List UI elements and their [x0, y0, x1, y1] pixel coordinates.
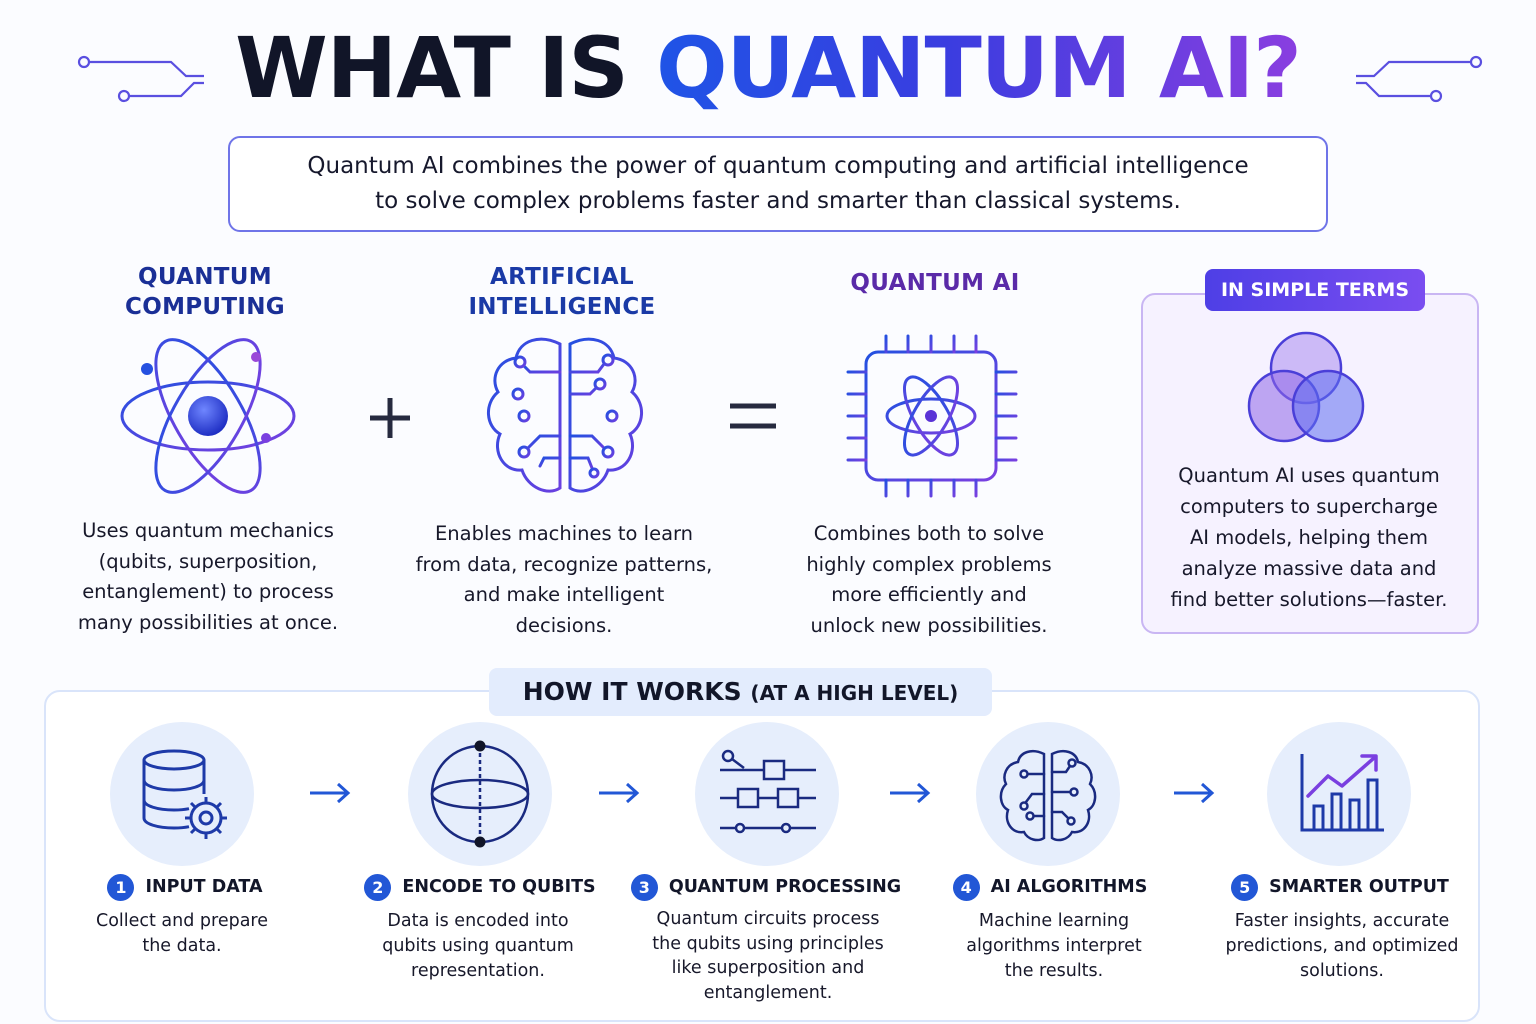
- step-arrow-1-icon: [310, 782, 351, 804]
- how-it-works-title: HOW IT WORKS (AT A HIGH LEVEL): [489, 668, 992, 716]
- step-1-desc: Collect and prepare the data.: [95, 911, 269, 956]
- quantum-circuit-icon: [720, 749, 816, 834]
- concept-desc-quantum-computing: Uses quantum mechanics (qubits, superpos…: [77, 519, 339, 634]
- step-5-number: 5: [1231, 873, 1259, 901]
- step-1-number: 1: [107, 873, 135, 901]
- step-2-desc: Data is encoded into qubits using quantu…: [382, 911, 574, 981]
- database-gear-icon: [142, 749, 227, 839]
- simple-terms-text: Quantum AI uses quantum computers to sup…: [1170, 464, 1448, 611]
- simple-terms-badge: IN SIMPLE TERMS: [1205, 269, 1425, 311]
- concept-title-quantum-computing: QUANTUM COMPUTING: [125, 264, 285, 320]
- concept-desc-quantum-ai: Combines both to solve highly complex pr…: [806, 522, 1052, 637]
- step-5-label: 5 SMARTER OUTPUT: [1212, 872, 1468, 902]
- step-2-number: 2: [364, 873, 392, 901]
- step-4-number: 4: [952, 873, 980, 901]
- title-part-2: QUANTUM AI?: [656, 19, 1302, 117]
- step-1-circle: [110, 722, 254, 866]
- step-3-label: 3 QUANTUM PROCESSING: [626, 872, 906, 902]
- intro-box: Quantum AI combines the power of quantum…: [228, 136, 1328, 232]
- step-3-desc: Quantum circuits process the qubits usin…: [652, 909, 884, 1003]
- title-part-1: WHAT IS: [235, 19, 657, 117]
- intro-line-1: Quantum AI combines the power of quantum…: [307, 153, 1249, 179]
- how-it-works-heading: HOW IT WORKS: [522, 677, 742, 706]
- step-4-label: 4 AI ALGORITHMS: [930, 872, 1170, 902]
- step-5-desc: Faster insights, accurate predictions, a…: [1225, 911, 1459, 981]
- bloch-sphere-icon: [430, 740, 530, 848]
- intro-line-2: to solve complex problems faster and sma…: [375, 188, 1181, 214]
- page-title: WHAT IS QUANTUM AI?: [0, 18, 1536, 118]
- step-arrow-2-icon: [599, 782, 640, 804]
- circuit-trace-left-icon: [77, 55, 204, 103]
- concept-title-quantum-ai: QUANTUM AI: [850, 270, 1020, 296]
- brain-icon: [999, 750, 1097, 842]
- step-3-circle: [695, 722, 839, 866]
- circuit-brain-icon: [487, 337, 643, 493]
- growth-chart-icon: [1300, 754, 1384, 832]
- plus-icon: [370, 398, 410, 438]
- how-it-works-subtitle: (AT A HIGH LEVEL): [750, 681, 959, 705]
- step-2-label: 2 ENCODE TO QUBITS: [352, 872, 608, 902]
- step-arrow-3-icon: [890, 782, 931, 804]
- step-4-desc: Machine learning algorithms interpret th…: [966, 911, 1142, 981]
- circuit-trace-right-icon: [1356, 55, 1483, 103]
- venn-diagram-icon: [1247, 331, 1365, 443]
- quantum-chip-icon: [846, 334, 1018, 498]
- concept-title-artificial-intelligence: ARTIFICIAL INTELLIGENCE: [468, 264, 656, 320]
- atom-icon: [120, 338, 296, 494]
- step-arrow-4-icon: [1174, 782, 1215, 804]
- concept-desc-artificial-intelligence: Enables machines to learn from data, rec…: [415, 522, 713, 637]
- step-1-label: 1 INPUT DATA: [60, 872, 310, 902]
- step-3-number: 3: [630, 873, 658, 901]
- equals-icon: [730, 403, 776, 429]
